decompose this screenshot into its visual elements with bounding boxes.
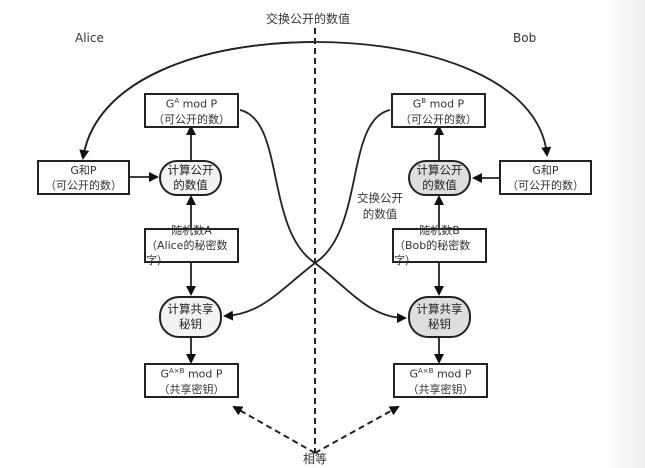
curve-alice-public-to-bob-shared (239, 109, 407, 323)
alice-compute-shared-node: 计算共享秘钥 (159, 296, 222, 338)
page-edge-shadow (605, 0, 645, 468)
curve-bob-public-to-alice-shared (223, 109, 391, 321)
middle-label-line1: 交换公开 (357, 191, 403, 205)
equal-label: 相等 (303, 452, 328, 466)
alice-public-value-box: GA mod P （可公开的数） (144, 93, 239, 128)
alice-public-note: （可公开的数） (153, 112, 230, 126)
middle-exchange-label: 交换公开 的数值 (357, 190, 403, 222)
bob-random-box: 随机数B（Bob的秘密数字） (392, 224, 487, 267)
equal-arrow-left (232, 406, 316, 454)
bob-label: Bob (513, 31, 537, 45)
top-arc-left-arrow (79, 41, 316, 160)
bob-compute-public-node: 计算公开的数值 (408, 160, 471, 196)
bob-public-value-box: GB mod P （可公开的数） (391, 93, 486, 128)
alice-gp-box: G和P（可公开的数） (37, 160, 130, 195)
exchange-title: 交换公开的数值 (266, 12, 351, 26)
middle-label-line2: 的数值 (362, 207, 398, 221)
bob-shared-key-box: GA×B mod P （共享密钥） (393, 363, 488, 398)
alice-label: Alice (75, 31, 104, 45)
alice-shared-key-box: GA×B mod P （共享密钥） (144, 363, 239, 398)
bob-compute-shared-node: 计算共享秘钥 (408, 296, 471, 338)
alice-compute-public-node: 计算公开的数值 (159, 160, 222, 196)
alice-random-box: 随机数A（Alice的秘密数字） (144, 224, 239, 267)
bob-gp-box: G和P（可公开的数） (499, 160, 592, 195)
equal-arrow-right (314, 406, 400, 454)
